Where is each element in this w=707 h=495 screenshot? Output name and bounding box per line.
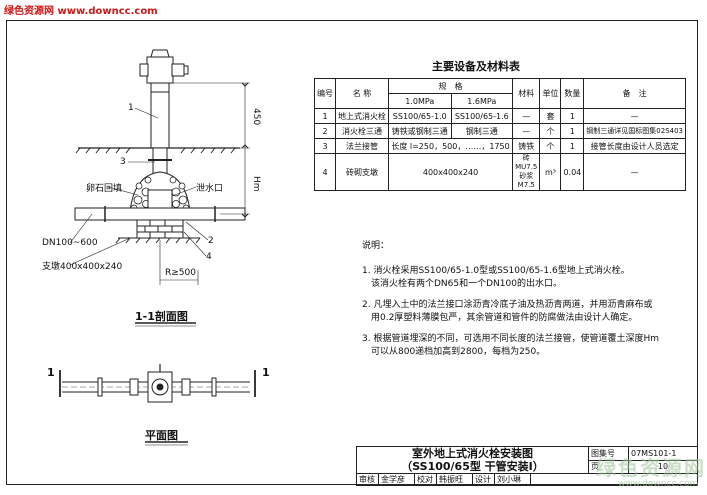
row-no: 1: [314, 108, 336, 124]
callout-1: 1: [128, 103, 134, 113]
support-pier: [136, 219, 184, 239]
row-unit: 套: [539, 108, 562, 124]
header-unit: 单位: [539, 78, 562, 109]
materials-table: 编号 名 称 规 格 材料 单位 数量 备 注 1.0MPa 1.6MPa 1 …: [314, 78, 686, 191]
row-note: 接管长度由设计人员选定: [583, 138, 686, 154]
dim-hm: Hm: [251, 176, 261, 192]
table-title: 主要设备及材料表: [432, 60, 520, 73]
row-qty: 0.04: [560, 153, 585, 191]
note-line: 1. 消火栓采用SS100/65-1.0型或SS100/65-1.6型地上式消火…: [362, 266, 630, 276]
row-spec-2: 钢制三通: [450, 123, 514, 139]
row-spec-1: 铸铁或钢制三通: [388, 123, 452, 139]
row-material: 铸铁: [512, 138, 541, 154]
note-line: 3. 根据管道埋深的不同，可选用不同长度的法兰接管，使管道覆土深度Hm: [362, 334, 659, 344]
watermark-url: www.downcc.com: [618, 479, 699, 489]
notes-heading: 说明：: [362, 241, 390, 251]
hydrant-head: [146, 56, 174, 84]
header-spec: 规 格: [387, 78, 514, 94]
row-note: —: [583, 108, 686, 124]
row-no: 4: [314, 153, 336, 191]
row-unit: 个: [539, 123, 562, 139]
main-pipe: [74, 207, 246, 221]
header-no: 编号: [314, 78, 336, 109]
row-spec-2: SS100/65-1.6: [450, 108, 514, 124]
table-row: 1 地上式消火栓 SS100/65-1.0 SS100/65-1.6 — 套 1…: [314, 108, 686, 124]
hydrant-body: [150, 82, 170, 149]
callout-3: 3: [120, 157, 126, 167]
row-name: 法兰接管: [335, 138, 389, 154]
row-note: —: [583, 153, 686, 191]
header-material: 材料: [512, 78, 541, 109]
watermark-text: 绿色资源网 www.downcc.com: [4, 6, 158, 17]
notes-block: 说明： 1. 消火栓采用SS100/65-1.0型或SS100/65-1.6型地…: [362, 240, 659, 359]
hydrant-outlet-right: [171, 63, 185, 77]
watermark-logo: 绿色资源网: [596, 456, 706, 480]
row-spec-1: SS100/65-1.0: [388, 108, 452, 124]
section-mark-right: 1: [262, 366, 270, 379]
row-spec-1: 400x400x240: [387, 153, 514, 191]
row-qty: 1: [560, 108, 585, 124]
callout-2: 2: [208, 236, 214, 246]
note-line: 用0.2厚塑料薄膜包严，其余管道和管件的防腐做法由设计人确定。: [362, 313, 638, 323]
design-label: 设计: [472, 473, 495, 486]
header-pressure-2: 1.6MPa: [450, 93, 514, 109]
row-no: 2: [314, 123, 336, 139]
support-label: 支墩400x400x240: [42, 262, 123, 272]
dim-r500: R≥500: [165, 268, 196, 278]
checker-name: 韩振旺: [436, 473, 473, 486]
row-spec-1: 长度 l=250，500，……，1750: [387, 138, 514, 154]
drawing-title: 室外地上式消火栓安装图 （SS100/65型 干管安装Ⅰ）: [356, 446, 589, 474]
drawing-title-line-1: 室外地上式消火栓安装图: [412, 447, 533, 460]
row-name: 砖砌支墩: [335, 153, 389, 191]
row-material: —: [512, 108, 541, 124]
row-material: —: [512, 123, 541, 139]
section-mark-left: 1: [47, 366, 55, 379]
row-no: 3: [314, 138, 336, 154]
note-line: 2. 凡埋入土中的法兰接口涂沥青冷底子油及热沥青两道，并用沥青麻布或: [362, 300, 653, 310]
designer-name: 刘小琳: [494, 473, 531, 486]
header-pressure-1: 1.0MPa: [388, 93, 452, 109]
drain-label: 泄水口: [196, 184, 224, 194]
check-label: 校对: [414, 473, 437, 486]
header-name: 名 称: [335, 78, 389, 109]
row-material: 砖MU7.5 砂浆M7.5: [512, 153, 541, 191]
row-name: 消火栓三通: [335, 123, 389, 139]
row-unit: 个: [539, 138, 562, 154]
atlas-number: 07MS101-1: [628, 446, 698, 461]
table-row: 2 消火栓三通 铸铁或钢制三通 钢制三通 — 个 1 钢制三通详见国标图集02S…: [314, 123, 686, 139]
row-qty: 1: [560, 123, 585, 139]
drawing-title-line-2: （SS100/65型 干管安装Ⅰ）: [401, 460, 544, 473]
drawing-frame: [6, 20, 698, 485]
note-line: 该消火栓有两个DN65和一个DN100的出水口。: [362, 279, 562, 289]
gravel-label: 卵石回填: [86, 184, 123, 194]
hydrant-cap: [150, 49, 170, 58]
row-name: 地上式消火栓: [335, 108, 389, 124]
header-note: 备 注: [583, 78, 686, 109]
row-note: 钢制三通详见国标图集02S403: [583, 123, 686, 139]
table-row: 3 法兰接管 长度 l=250，500，……，1750 铸铁 个 1 接管长度由…: [314, 138, 686, 154]
table-row: 4 砖砌支墩 400x400x240 砖MU7.5 砂浆M7.5 m³ 0.04…: [314, 153, 686, 191]
section-title: 1-1剖面图: [135, 310, 188, 323]
plan-title: 平面图: [145, 429, 178, 442]
reviewer-name: 金学彦: [378, 473, 415, 486]
row-qty: 1: [560, 138, 585, 154]
signature-area: [530, 473, 698, 486]
dim-450: 450: [251, 108, 261, 126]
pipe-label: DN100~600: [42, 238, 98, 248]
title-block: 室外地上式消火栓安装图 （SS100/65型 干管安装Ⅰ） 图集号 07MS10…: [356, 446, 698, 486]
note-line: 可以从800递档加高到2800，每档为250。: [362, 347, 546, 357]
review-label: 审核: [356, 473, 379, 486]
hydrant-outlet-left: [139, 63, 149, 77]
row-unit: m³: [539, 153, 562, 191]
callout-4: 4: [206, 252, 212, 262]
header-qty: 数量: [560, 78, 585, 109]
